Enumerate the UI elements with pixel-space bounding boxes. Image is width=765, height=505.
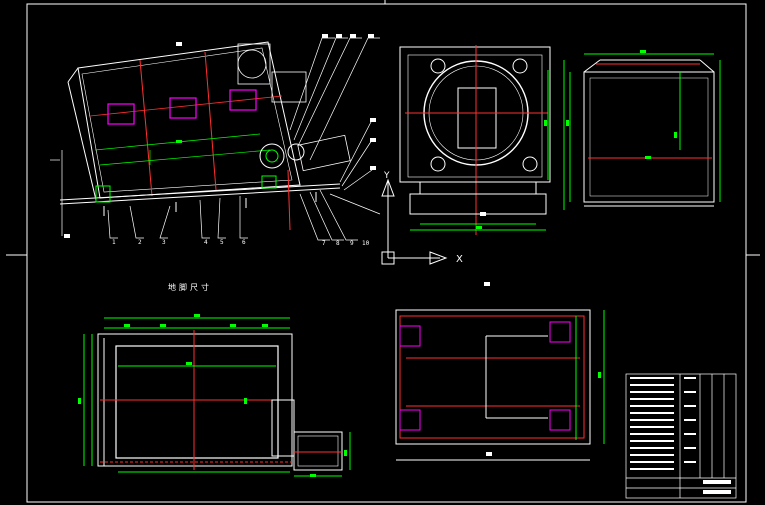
foundation-dimension-title: 地脚尺寸 [168, 282, 212, 292]
front-section-view [399, 45, 551, 235]
part-number-6: 6 [242, 239, 246, 246]
part-number-labels: 1 2 3 4 5 6 7 8 9 10 [112, 239, 370, 247]
part-number-4: 4 [204, 239, 208, 246]
part-number-1: 1 [112, 239, 116, 246]
drawing-frame [6, 0, 760, 503]
axis-indicator [381, 178, 448, 265]
part-number-7: 7 [322, 240, 326, 247]
part-number-10: 10 [362, 240, 370, 247]
axis-y-label: Y [383, 171, 390, 181]
part-number-8: 8 [336, 240, 340, 247]
part-number-5: 5 [220, 239, 224, 246]
side-elevation-view [50, 37, 381, 241]
dimension-value-marks [78, 50, 677, 477]
side-view [563, 53, 721, 210]
base-plan-view [395, 309, 605, 461]
foundation-plan-view [83, 317, 351, 477]
title-block-rows [630, 377, 731, 494]
part-number-2: 2 [138, 239, 142, 246]
axis-x-label: X [456, 254, 463, 265]
title-block [625, 373, 737, 499]
part-number-3: 3 [162, 239, 166, 246]
part-number-9: 9 [350, 240, 354, 247]
